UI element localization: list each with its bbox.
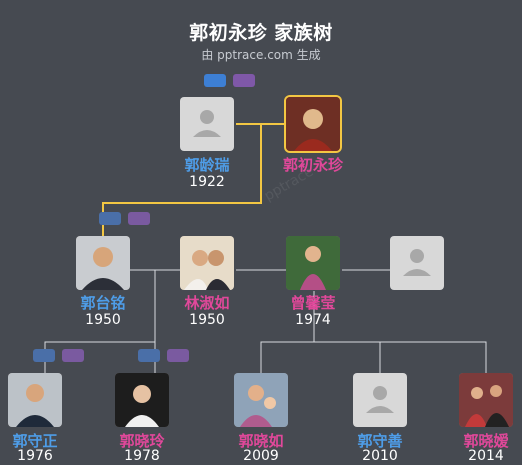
person-year: 1922 (189, 174, 225, 190)
avatar-photo[interactable] (76, 236, 130, 290)
person-year: 1976 (17, 448, 53, 464)
avatar-photo[interactable] (286, 236, 340, 290)
parent-child-link (260, 291, 315, 373)
person-name: 郭晓玲 (119, 432, 165, 450)
relation-badge-female[interactable] (62, 349, 84, 362)
parent-child-link (380, 341, 487, 373)
person-name: 郭晓嫒 (463, 432, 509, 450)
avatar-placeholder[interactable] (180, 97, 234, 151)
person-name: 郭初永珍 (282, 156, 343, 174)
person-year: 2009 (243, 448, 279, 464)
person-year: 2014 (468, 448, 504, 464)
parent-child-link (314, 341, 381, 373)
person-name: 郭台铭 (80, 294, 126, 312)
relation-badge-female[interactable] (233, 74, 255, 87)
person-year: 1950 (189, 312, 225, 328)
relation-badge-male[interactable] (204, 74, 226, 87)
person-name: 郭守善 (357, 432, 403, 450)
person-name: 郭晓如 (238, 432, 284, 450)
relation-badge-female[interactable] (167, 349, 189, 362)
person-name: 林淑如 (184, 294, 230, 312)
relation-badge-male[interactable] (33, 349, 55, 362)
person-year: 1974 (295, 312, 331, 328)
person-name: 郭守正 (12, 432, 58, 450)
person-year: 1950 (85, 312, 121, 328)
relation-badge-male[interactable] (138, 349, 160, 362)
person-name: 郭龄瑞 (184, 156, 230, 174)
avatar-photo[interactable] (459, 373, 513, 427)
avatar-placeholder[interactable] (353, 373, 407, 427)
avatar-photo[interactable] (115, 373, 169, 427)
person-year: 1978 (124, 448, 160, 464)
page-subtitle: 由 pptrace.com 生成 (201, 48, 321, 62)
avatar-photo[interactable] (234, 373, 288, 427)
avatar-placeholder[interactable] (390, 236, 444, 290)
relation-badge-female[interactable] (128, 212, 150, 225)
relation-badge-male[interactable] (99, 212, 121, 225)
avatar-photo[interactable] (180, 236, 234, 290)
avatar-photo[interactable] (286, 97, 340, 151)
avatar-photo[interactable] (8, 373, 62, 427)
person-name: 曾馨莹 (290, 294, 336, 312)
person-year: 2010 (362, 448, 398, 464)
page-title: 郭初永珍 家族树 (189, 22, 333, 44)
